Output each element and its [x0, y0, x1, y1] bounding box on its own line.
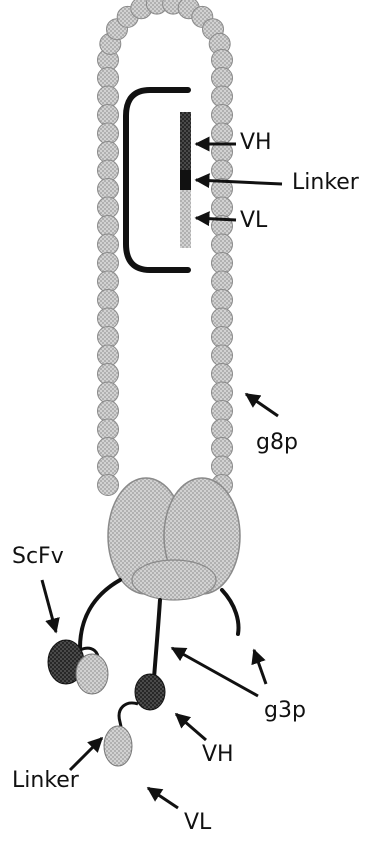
arrow-vl-bottom	[148, 788, 178, 808]
label-scfv: ScFv	[12, 546, 64, 568]
g8p-bead	[212, 438, 233, 459]
g8p-bead	[212, 234, 233, 255]
g8p-bead	[98, 364, 119, 385]
linker-gene-segment	[180, 170, 191, 190]
g8p-bead	[212, 86, 233, 107]
g8p-bead	[98, 290, 119, 311]
vl-gene-segment	[180, 190, 191, 248]
g8p-bead	[98, 105, 119, 126]
g8p-bead	[98, 68, 119, 89]
g8p-bead	[98, 345, 119, 366]
label-vl-top: VL	[240, 210, 267, 232]
g8p-bead	[98, 327, 119, 348]
label-arrows	[42, 144, 282, 808]
arrow-vl-top	[196, 218, 236, 220]
g8p-bead	[98, 401, 119, 422]
g8p-bead	[98, 216, 119, 237]
g3p-tail-right	[222, 590, 238, 634]
g8p-bead	[212, 68, 233, 89]
g8p-bead	[212, 271, 233, 292]
g8p-bead	[212, 105, 233, 126]
g8p-bead	[98, 197, 119, 218]
g8p-bead	[98, 308, 119, 329]
label-linker-top: Linker	[292, 172, 359, 194]
arrow-linker-top	[196, 180, 282, 184]
g8p-bead	[98, 253, 119, 274]
scfv-center	[104, 674, 165, 766]
g8p-bead	[98, 160, 119, 181]
g8p-bead	[212, 419, 233, 440]
vh-gene-segment	[180, 112, 191, 170]
label-g3p: g3p	[264, 700, 306, 722]
arrow-g3p-right	[254, 650, 266, 684]
g8p-bead	[98, 475, 119, 496]
g8p-bead	[98, 382, 119, 403]
g8p-bead	[212, 327, 233, 348]
g8p-bead	[98, 438, 119, 459]
arrow-vh-bottom	[176, 714, 206, 740]
dna-insert-loop	[126, 90, 191, 270]
g3p-head	[108, 478, 240, 600]
g8p-bead	[212, 160, 233, 181]
g8p-bead	[98, 419, 119, 440]
g8p-coat	[98, 0, 233, 495]
arrow-g8p	[246, 394, 278, 416]
scfv-left	[48, 640, 108, 694]
label-vh-bottom: VH	[202, 744, 234, 766]
g8p-bead	[98, 271, 119, 292]
g8p-bead	[212, 197, 233, 218]
g8p-bead	[212, 456, 233, 477]
g8p-bead	[98, 179, 119, 200]
g3p-tail-left	[80, 580, 120, 648]
g8p-bead	[212, 364, 233, 385]
g8p-bead	[98, 86, 119, 107]
label-g8p: g8p	[256, 432, 298, 454]
g8p-bead	[212, 345, 233, 366]
g8p-bead	[212, 123, 233, 144]
g3p-tail-center	[154, 600, 160, 678]
label-vh-top: VH	[240, 132, 272, 154]
g8p-bead	[98, 234, 119, 255]
g8p-bead	[98, 142, 119, 163]
g8p-bead	[212, 308, 233, 329]
arrow-linker-bottom	[70, 738, 102, 770]
g8p-bead	[212, 382, 233, 403]
g8p-bead	[212, 401, 233, 422]
label-linker-bottom: Linker	[12, 770, 79, 792]
arrow-scfv	[42, 580, 56, 632]
g8p-bead	[212, 253, 233, 274]
g8p-bead	[98, 123, 119, 144]
arrow-g3p-center	[172, 648, 258, 696]
g8p-bead	[98, 456, 119, 477]
g8p-bead	[212, 290, 233, 311]
label-vl-bottom: VL	[184, 812, 211, 834]
